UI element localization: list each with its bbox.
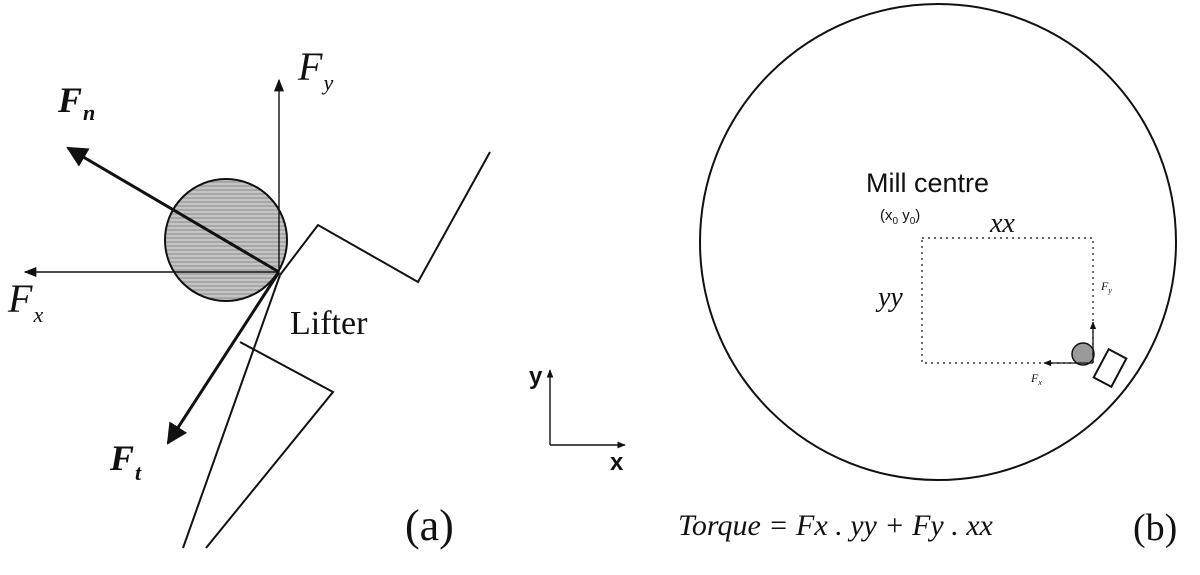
force-t-label: Ft	[109, 438, 142, 485]
small-lifter	[1092, 347, 1128, 389]
mill-shell	[699, 3, 1177, 481]
small-force-x-label: Fx	[1030, 371, 1042, 387]
lifter-label: Lifter	[290, 305, 368, 342]
panel-b-label: (b)	[1133, 507, 1177, 549]
torque-equation: Torque = Fx . yy + Fy . xx	[678, 509, 994, 542]
distance-box	[921, 237, 1094, 364]
yy-label: yy	[875, 282, 903, 313]
mill-centre-label: Mill centre	[866, 168, 989, 198]
mill-centre-coords: (x0 y0)	[880, 207, 920, 227]
xx-label: xx	[989, 208, 1015, 239]
small-force-y-label: Fy	[1100, 279, 1112, 295]
force-t-arrow	[166, 271, 281, 445]
axis-x-label: x	[610, 449, 624, 476]
lifter-outline-step	[205, 341, 335, 549]
force-n-label: Fn	[57, 80, 95, 125]
panel-a: Fn Fy Fx Ft Lifter y x (a)	[7, 44, 626, 550]
panel-a-label: (a)	[405, 501, 454, 550]
lifter-outline-upper	[279, 151, 491, 284]
small-particle	[1071, 342, 1095, 366]
lifter-outline-lower	[182, 274, 281, 549]
axis-y-label: y	[529, 363, 543, 390]
panel-b: Mill centre (x0 y0) xx yy Fy Fx Torque =…	[678, 3, 1177, 549]
force-n-arrow	[66, 146, 280, 274]
force-x-label: Fx	[7, 276, 43, 327]
force-y-label: Fy	[297, 44, 333, 95]
